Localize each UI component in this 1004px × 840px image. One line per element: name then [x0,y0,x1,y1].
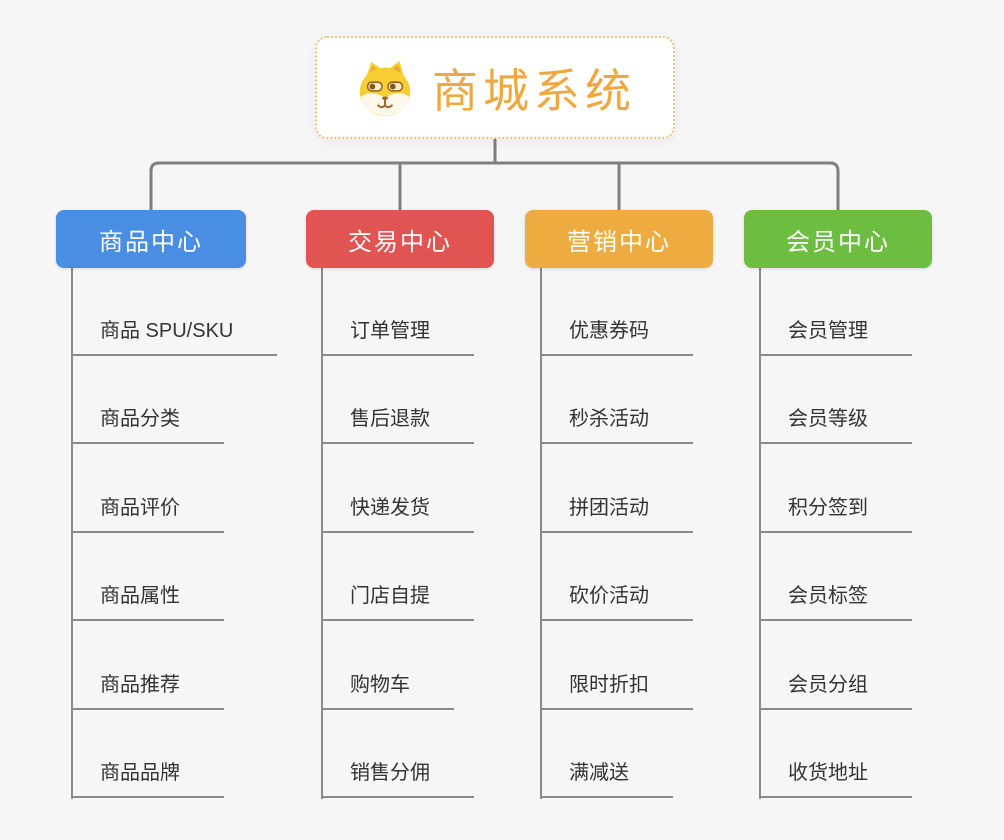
child-topic[interactable]: 商品评价 [72,493,224,533]
child-topic[interactable]: 会员标签 [760,581,912,621]
branch-header-product-center[interactable]: 商品中心 [56,210,246,268]
branch-header-member-center[interactable]: 会员中心 [744,210,932,268]
child-topic[interactable]: 会员管理 [760,316,912,356]
child-topic[interactable]: 满减送 [541,758,673,798]
child-topic[interactable]: 收货地址 [760,758,912,798]
child-topic[interactable]: 订单管理 [322,316,474,356]
child-topic[interactable]: 门店自提 [322,581,474,621]
dog-face-icon [354,57,416,119]
child-topic[interactable]: 售后退款 [322,404,474,444]
child-topic[interactable]: 砍价活动 [541,581,693,621]
connector-bus [149,161,840,210]
child-topic[interactable]: 积分签到 [760,493,912,533]
child-topic[interactable]: 购物车 [322,670,454,710]
child-topic[interactable]: 商品推荐 [72,670,224,710]
child-topic[interactable]: 会员分组 [760,670,912,710]
child-topic[interactable]: 商品 SPU/SKU [72,316,278,356]
child-topic[interactable]: 商品分类 [72,404,224,444]
child-topic[interactable]: 商品品牌 [72,758,224,798]
child-topic[interactable]: 优惠券码 [541,316,693,356]
child-topic[interactable]: 会员等级 [760,404,912,444]
child-topic[interactable]: 快递发货 [322,493,474,533]
child-topic[interactable]: 拼团活动 [541,493,693,533]
child-topic[interactable]: 限时折扣 [541,670,693,710]
child-topic[interactable]: 销售分佣 [322,758,474,798]
branch-header-marketing-center[interactable]: 营销中心 [525,210,713,268]
child-topic[interactable]: 秒杀活动 [541,404,693,444]
root-title: 商城系统 [432,64,636,117]
root-node[interactable]: 商城系统 [315,36,675,139]
child-topic[interactable]: 商品属性 [72,581,224,621]
branch-header-trade-center[interactable]: 交易中心 [306,210,494,268]
